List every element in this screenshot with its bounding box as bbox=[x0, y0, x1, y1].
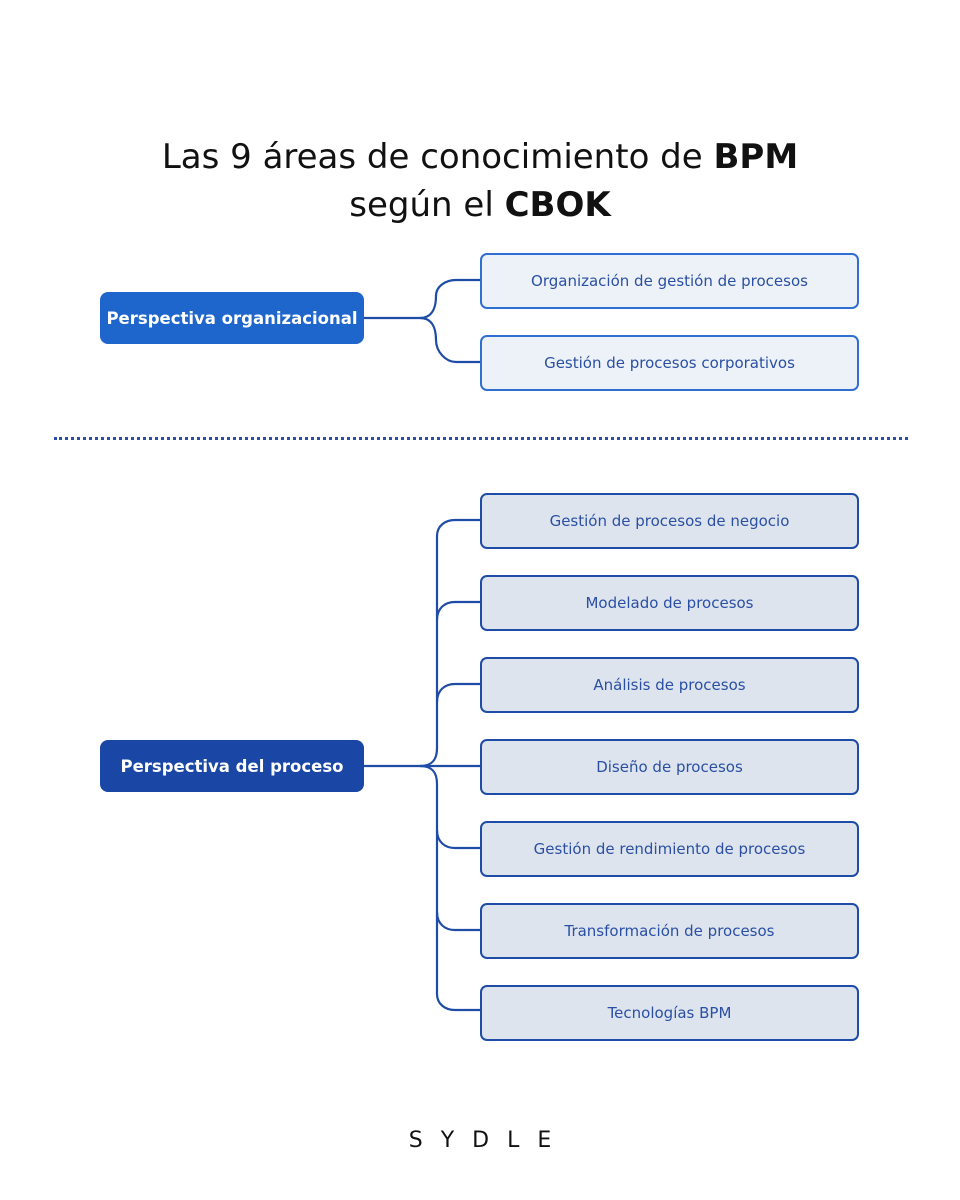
dotted-divider bbox=[54, 437, 908, 440]
process-branch-2 bbox=[435, 600, 480, 621]
title-cbok: CBOK bbox=[504, 184, 611, 225]
title-line-1-text: Las 9 áreas de conocimiento de bbox=[161, 136, 714, 177]
title-line-2-text: según el bbox=[349, 184, 505, 225]
process-branch-3 bbox=[435, 682, 480, 703]
process-connectors bbox=[364, 518, 480, 1012]
diagram-title: Las 9 áreas de conocimiento de BPM según… bbox=[0, 133, 960, 229]
title-line-1: Las 9 áreas de conocimiento de BPM bbox=[0, 133, 960, 181]
leaf-node-analisis: Análisis de procesos bbox=[480, 657, 859, 713]
leaf-node-rendimiento: Gestión de rendimiento de procesos bbox=[480, 821, 859, 877]
sydle-logo: SYDLE bbox=[408, 1128, 570, 1153]
title-bpm: BPM bbox=[713, 136, 799, 177]
root-node-perspectiva-proceso: Perspectiva del proceso bbox=[100, 740, 364, 792]
org-connectors bbox=[364, 278, 480, 364]
title-line-2: según el CBOK bbox=[0, 181, 960, 229]
org-branch-top bbox=[419, 278, 480, 320]
leaf-node-tecnologias: Tecnologías BPM bbox=[480, 985, 859, 1041]
leaf-node-organizacion-gestion: Organización de gestión de procesos bbox=[480, 253, 859, 309]
org-branch-bottom bbox=[419, 316, 480, 364]
leaf-node-modelado: Modelado de procesos bbox=[480, 575, 859, 631]
process-bracket-lower bbox=[419, 764, 480, 1012]
leaf-node-gestion-negocio: Gestión de procesos de negocio bbox=[480, 493, 859, 549]
leaf-node-diseno: Diseño de procesos bbox=[480, 739, 859, 795]
leaf-node-transformacion: Transformación de procesos bbox=[480, 903, 859, 959]
root-node-perspectiva-organizacional: Perspectiva organizacional bbox=[100, 292, 364, 344]
process-bracket-upper bbox=[419, 518, 480, 768]
process-branch-5 bbox=[435, 829, 480, 850]
process-branch-6 bbox=[435, 911, 480, 932]
leaf-node-gestion-corporativos: Gestión de procesos corporativos bbox=[480, 335, 859, 391]
